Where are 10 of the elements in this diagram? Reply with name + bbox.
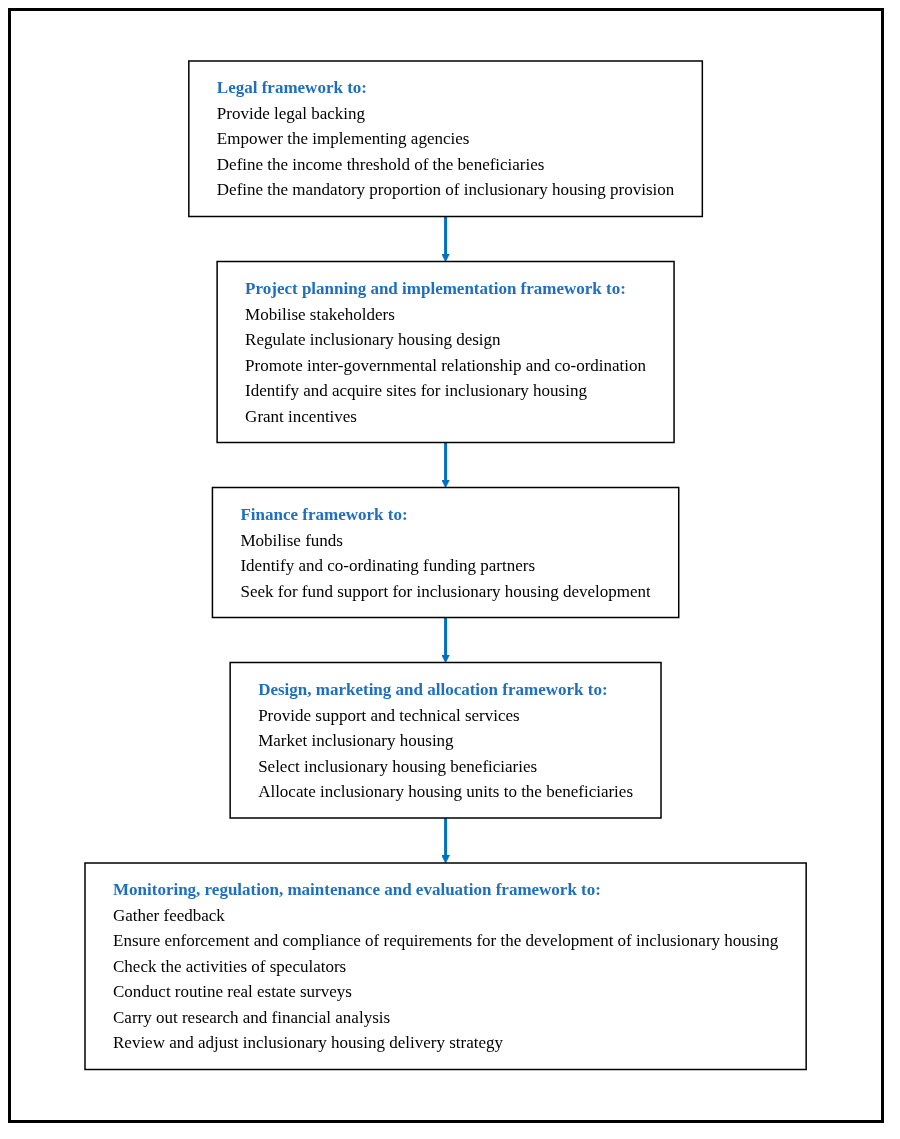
arrow	[441, 216, 451, 263]
page-border: Legal framework to: Provide legal backing Empower the implementing agencies Define the income threshold of the beneficiaries Define the mandatory proportion of inclusionary housing provision Project planning and implementation framework to: Mobilise stakeholders Regulate inclusionary housing design Promote inter-governmental relationship and co-ordination Identify and acquire sites for inclusionary housing Grant incentives Finance framework to: Mobilise funds Identify and co-ordinating funding partners Seek for fund support for inclusionary housing development Design, marketing and allocation framework to: Provide support and technical services Market inclusionary housing Select inclusionary housing beneficiaries Allocate inclusionary housing units to the beneficiaries Monitoring, regulation, maintenance and evaluation framework to: Gather feedback Ensure enforcement and compliance of requirements for the development of inclusionary housing Check the activities of speculators Conduct routine real estate surveys Carry out research and financial analysis Review and adjust inclusionary housing delivery strategy	[8, 8, 884, 1123]
node-box	[212, 487, 680, 619]
node-box	[229, 662, 663, 819]
arrow	[441, 617, 451, 664]
node-box	[84, 862, 808, 1071]
node-box	[216, 261, 676, 444]
node-box	[188, 60, 704, 218]
arrow	[441, 442, 451, 489]
arrow	[441, 818, 451, 864]
